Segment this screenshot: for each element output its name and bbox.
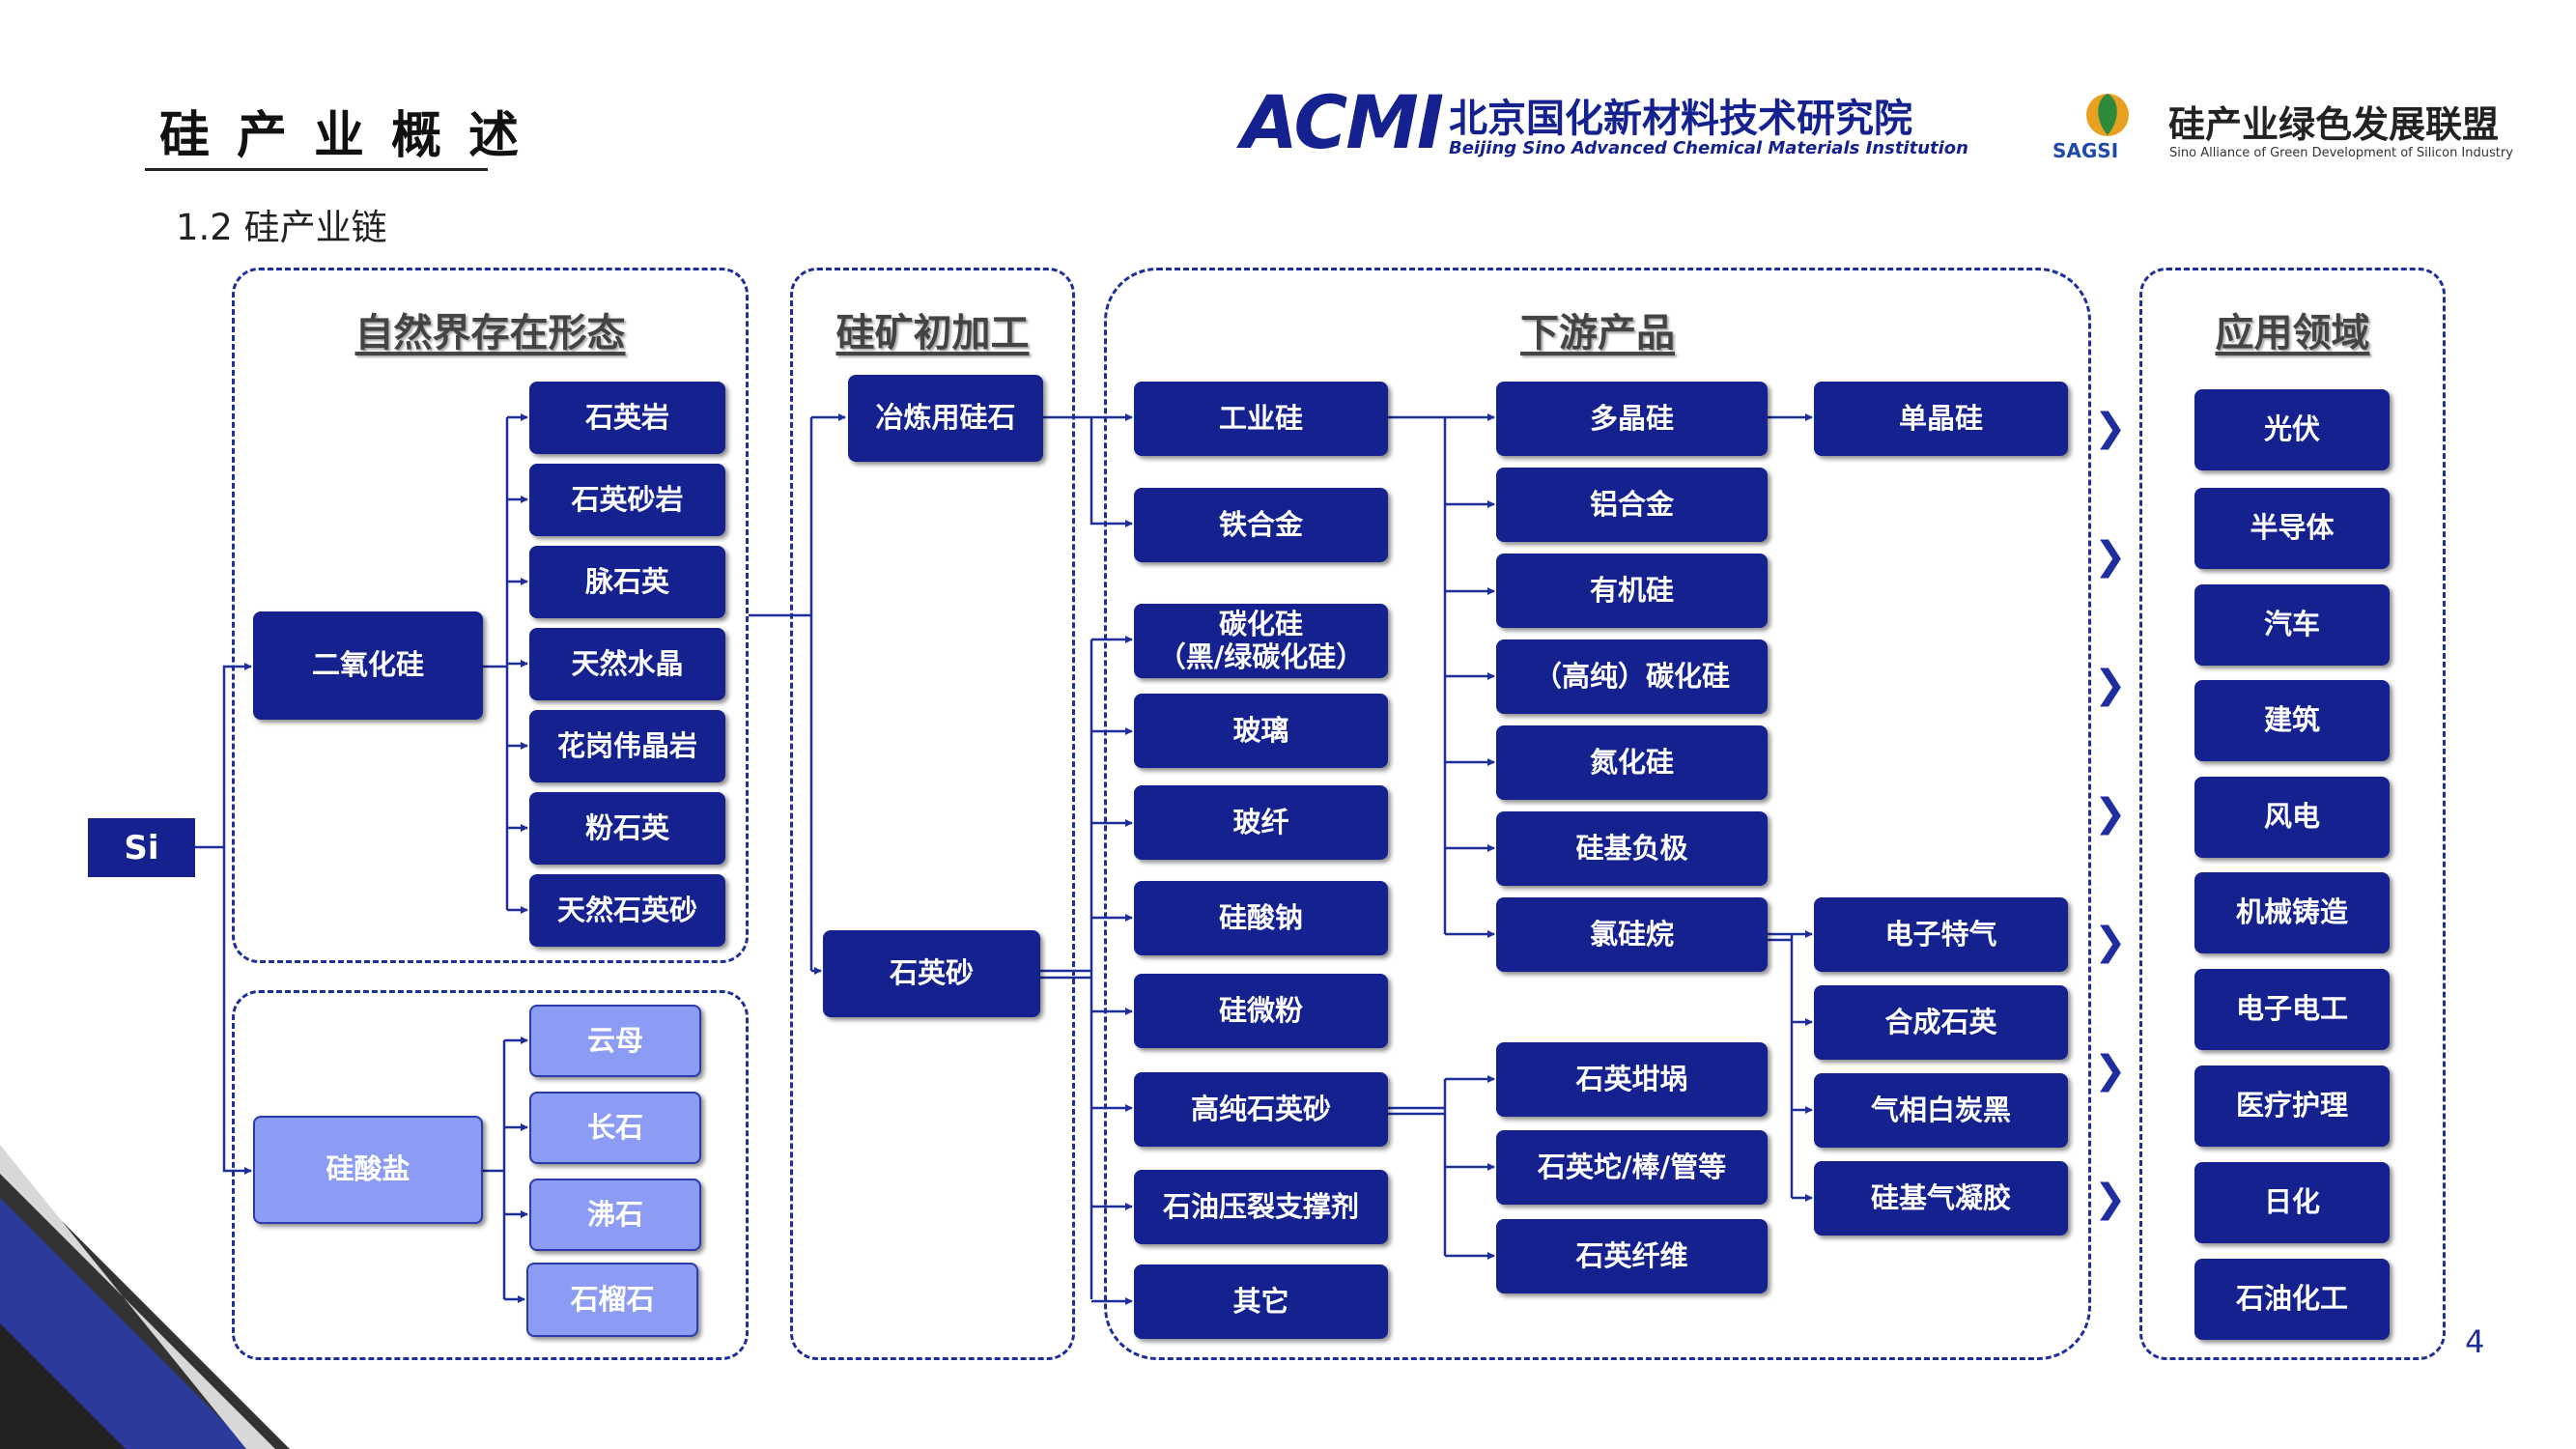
downstream-product-node: 气相白炭黑 bbox=[1814, 1073, 2068, 1148]
downstream-product-node: 氮化硅 bbox=[1496, 725, 1768, 800]
downstream-product-node: 其它 bbox=[1134, 1264, 1388, 1339]
page-title: 硅产业概述 bbox=[159, 107, 547, 165]
downstream-product-node: 工业硅 bbox=[1134, 382, 1388, 456]
sagsi-abbr: SAGSI bbox=[2052, 139, 2119, 162]
application-node: 建筑 bbox=[2194, 680, 2390, 761]
sagsi-logo: SAGSI 硅产业绿色发展联盟 Sino Alliance of Green D… bbox=[2052, 89, 2535, 166]
silica-child-node: 石英砂岩 bbox=[529, 464, 725, 536]
silica-child-node: 花岗伟晶岩 bbox=[529, 710, 725, 782]
downstream-product-node: 硅微粉 bbox=[1134, 974, 1388, 1048]
application-node: 石油化工 bbox=[2194, 1259, 2390, 1340]
downstream-product-node: 高纯石英砂 bbox=[1134, 1072, 1388, 1147]
chevron-right-icon: ❯ bbox=[2094, 1048, 2127, 1093]
downstream-product-node: 多晶硅 bbox=[1496, 382, 1768, 456]
chevron-right-icon: ❯ bbox=[2094, 920, 2127, 964]
chevron-right-icon: ❯ bbox=[2094, 1177, 2127, 1221]
application-node: 日化 bbox=[2194, 1162, 2390, 1243]
silica-child-node: 粉石英 bbox=[529, 792, 725, 865]
silica-child-node: 石英岩 bbox=[529, 382, 725, 454]
downstream-product-node: 氯硅烷 bbox=[1496, 897, 1768, 972]
silicate-child-node: 石榴石 bbox=[526, 1263, 698, 1337]
chevron-right-icon: ❯ bbox=[2094, 406, 2127, 450]
downstream-product-node: 硅酸钠 bbox=[1134, 881, 1388, 955]
sagsi-name-cn: 硅产业绿色发展联盟 bbox=[2168, 103, 2500, 146]
chevron-right-icon: ❯ bbox=[2094, 791, 2127, 836]
application-node: 医疗护理 bbox=[2194, 1065, 2390, 1147]
acmi-logo: ACMI 北京国化新材料技术研究院 Beijing Sino Advanced … bbox=[1241, 79, 1985, 174]
downstream-product-node: 铝合金 bbox=[1496, 468, 1768, 542]
quartz-sand-node: 石英砂 bbox=[823, 930, 1040, 1017]
title-underline bbox=[145, 168, 488, 171]
application-node: 半导体 bbox=[2194, 488, 2390, 569]
downstream-frame bbox=[1104, 268, 2091, 1360]
downstream-product-node: 合成石英 bbox=[1814, 985, 2068, 1060]
application-node: 光伏 bbox=[2194, 389, 2390, 470]
silicate-child-node: 沸石 bbox=[529, 1179, 701, 1251]
silicate-child-node: 长石 bbox=[529, 1092, 701, 1164]
processing-frame bbox=[790, 268, 1075, 1360]
downstream-product-node: 硅基气凝胶 bbox=[1814, 1161, 2068, 1236]
page-number: 4 bbox=[2465, 1323, 2485, 1360]
downstream-product-node: 石油压裂支撑剂 bbox=[1134, 1170, 1388, 1244]
chevron-right-icon: ❯ bbox=[2094, 534, 2127, 579]
application-node: 汽车 bbox=[2194, 584, 2390, 666]
acmi-logo-mark: ACMI bbox=[1241, 79, 1444, 165]
downstream-product-node: 铁合金 bbox=[1134, 488, 1388, 562]
downstream-product-node: 石英坨/棒/管等 bbox=[1496, 1130, 1768, 1205]
application-frame bbox=[2139, 268, 2446, 1360]
downstream-product-node: 石英坩埚 bbox=[1496, 1042, 1768, 1117]
silica-node: 二氧化硅 bbox=[253, 611, 483, 720]
downstream-product-node: 电子特气 bbox=[1814, 897, 2068, 972]
natural-forms-frame bbox=[232, 268, 749, 963]
silica-child-node: 天然石英砂 bbox=[529, 874, 725, 947]
si-root-node: Si bbox=[88, 818, 195, 877]
smelting-silica-node: 冶炼用硅石 bbox=[848, 375, 1043, 462]
downstream-product-node: 碳化硅 （黑/绿碳化硅） bbox=[1134, 604, 1388, 678]
silicate-frame bbox=[232, 990, 749, 1360]
sagsi-name-en: Sino Alliance of Green Development of Si… bbox=[2169, 146, 2513, 160]
downstream-product-node: 有机硅 bbox=[1496, 554, 1768, 628]
application-node: 机械铸造 bbox=[2194, 872, 2390, 953]
processing-title: 硅矿初加工 bbox=[835, 311, 1030, 355]
application-node: 电子电工 bbox=[2194, 969, 2390, 1050]
natural-forms-title: 自然界存在形态 bbox=[354, 311, 626, 355]
application-node: 风电 bbox=[2194, 777, 2390, 858]
downstream-product-node: 玻纤 bbox=[1134, 785, 1388, 860]
chevron-right-icon: ❯ bbox=[2094, 663, 2127, 707]
silicate-child-node: 云母 bbox=[529, 1005, 701, 1077]
acmi-name-en: Beijing Sino Advanced Chemical Materials… bbox=[1449, 138, 1968, 158]
acmi-name-cn: 北京国化新材料技术研究院 bbox=[1449, 97, 1912, 141]
downstream-product-node: 硅基负极 bbox=[1496, 811, 1768, 886]
downstream-product-node: 玻璃 bbox=[1134, 694, 1388, 768]
downstream-product-node: （高纯）碳化硅 bbox=[1496, 639, 1768, 714]
silica-child-node: 脉石英 bbox=[529, 546, 725, 618]
silica-child-node: 天然水晶 bbox=[529, 628, 725, 700]
section-subtitle: 1.2 硅产业链 bbox=[176, 207, 387, 248]
downstream-product-node: 单晶硅 bbox=[1814, 382, 2068, 456]
leaf-icon bbox=[2086, 94, 2129, 136]
downstream-product-node: 石英纤维 bbox=[1496, 1219, 1768, 1293]
downstream-title: 下游产品 bbox=[1520, 311, 1675, 355]
application-title: 应用领域 bbox=[2215, 311, 2370, 355]
silicate-node: 硅酸盐 bbox=[253, 1116, 483, 1224]
